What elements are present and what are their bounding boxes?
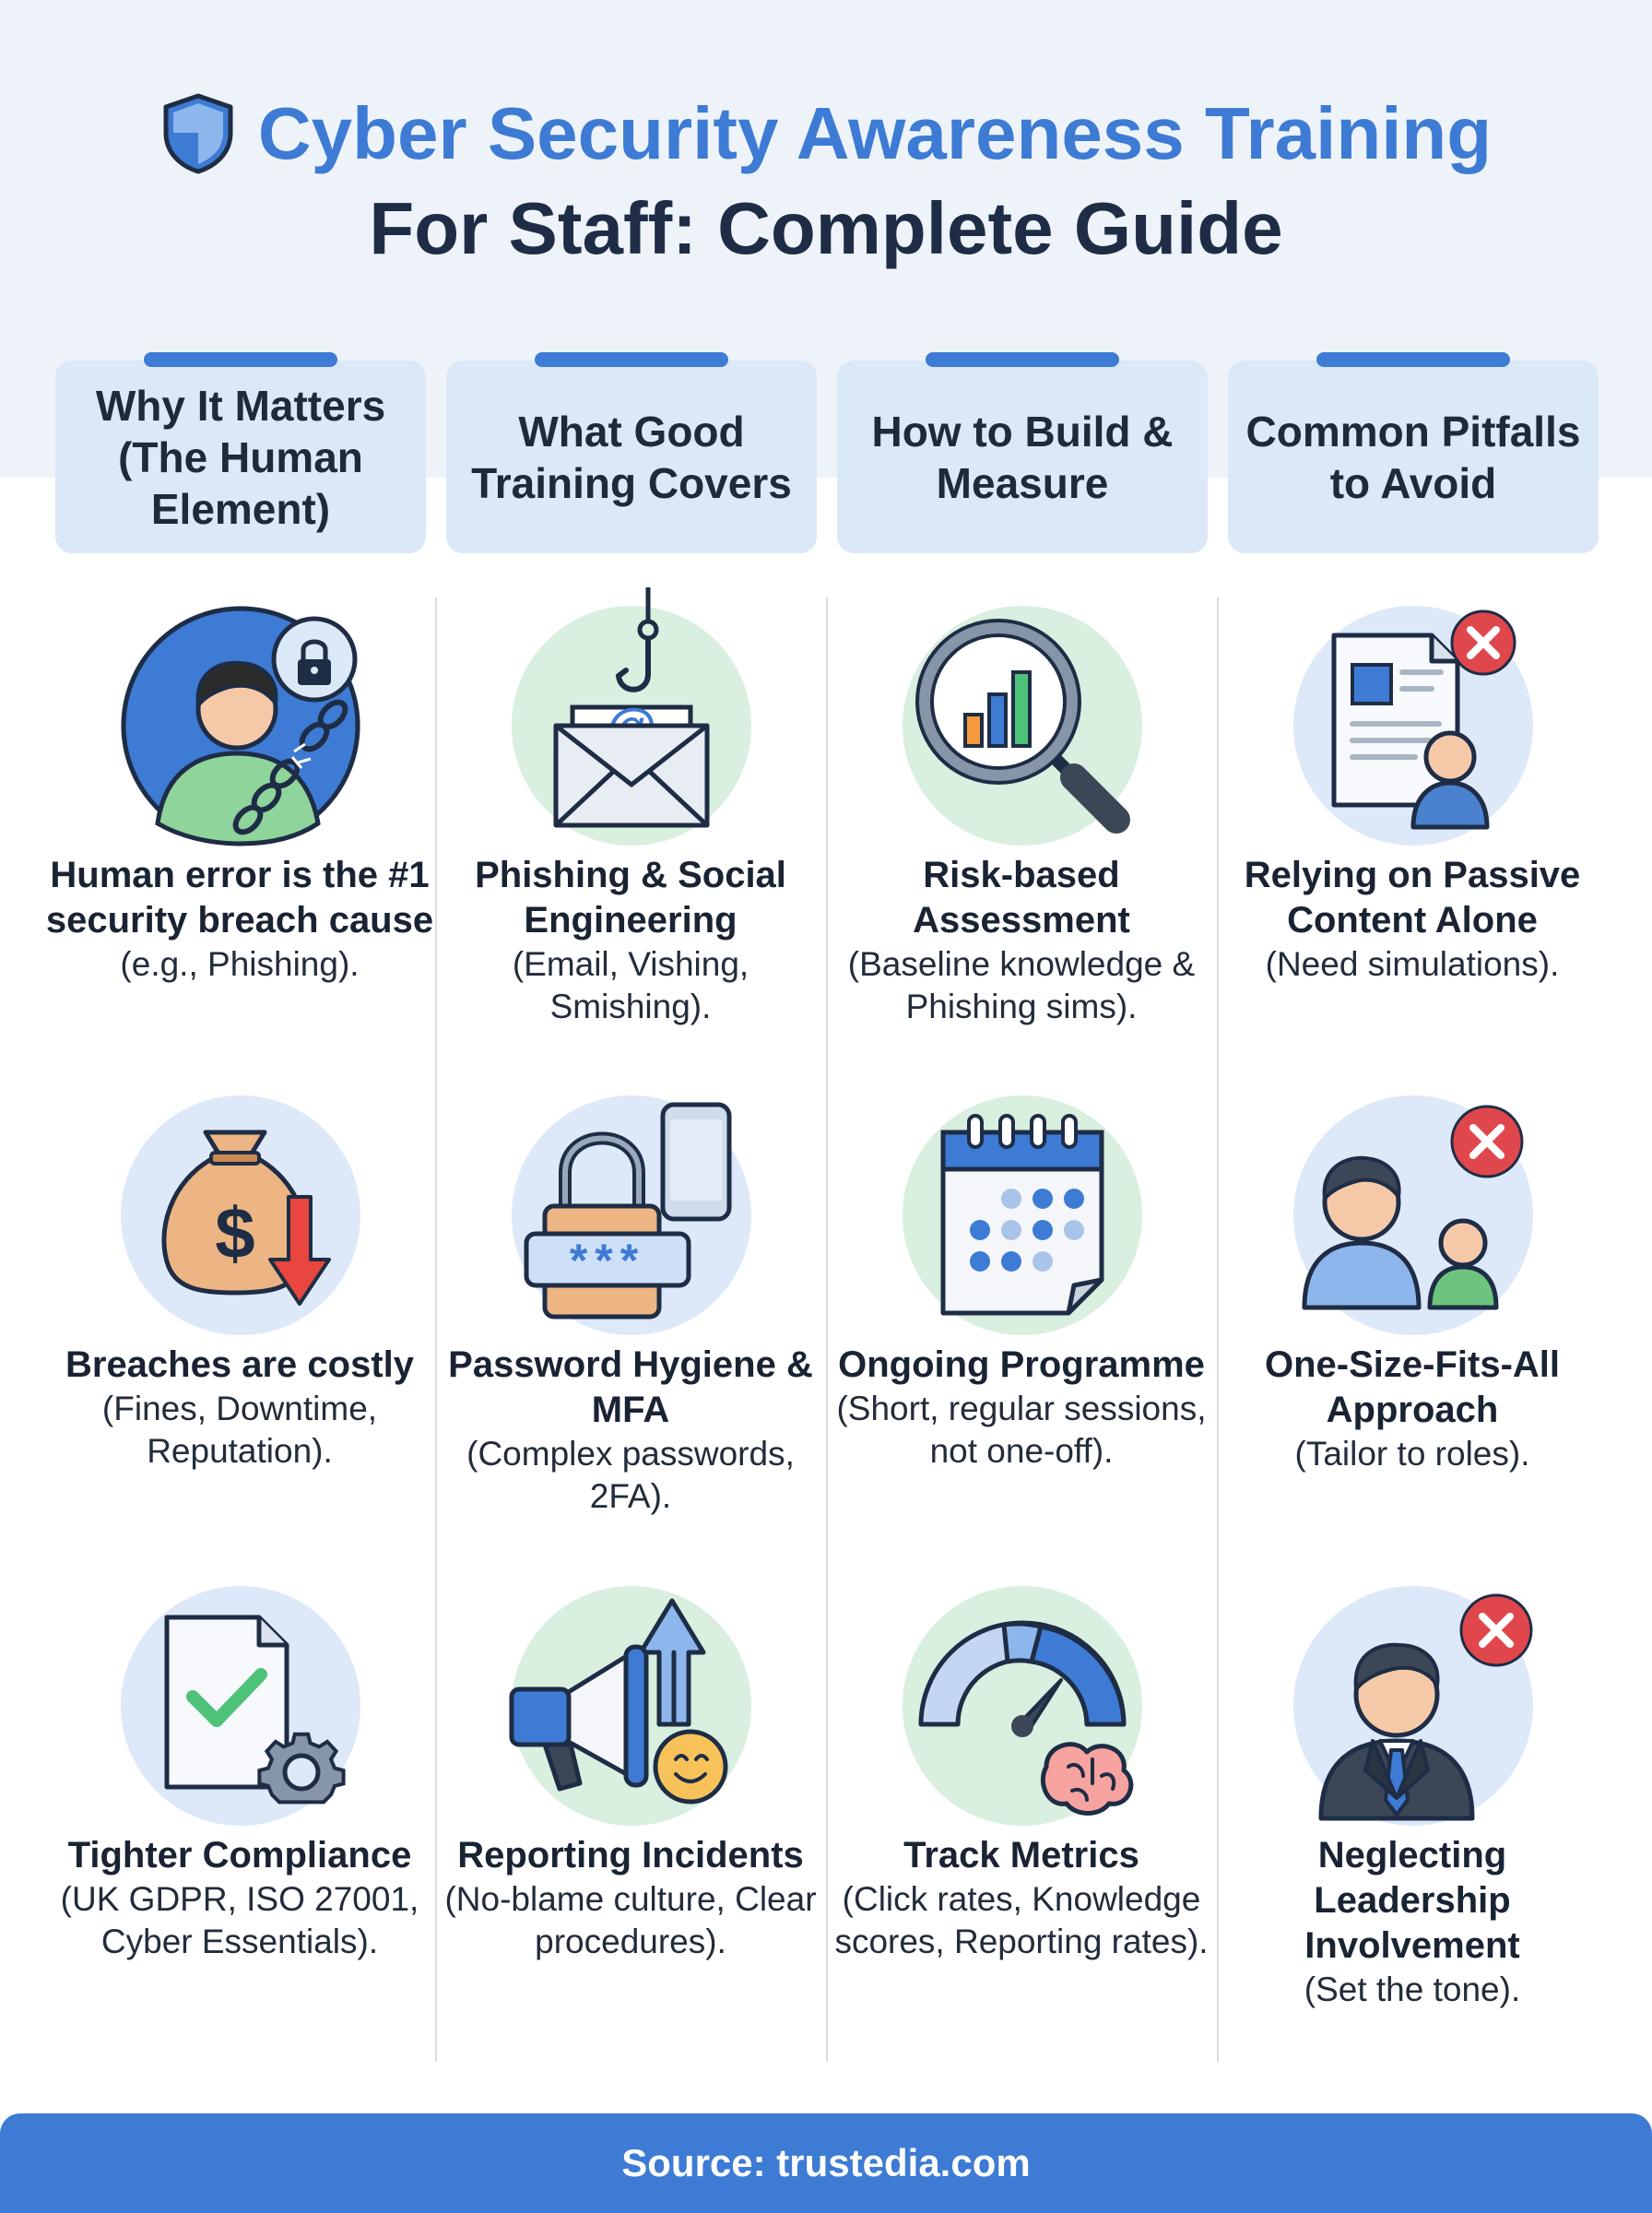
item-title-text: Human error is the #1 security breach ca… xyxy=(45,855,434,941)
header-tab xyxy=(1316,352,1510,367)
column-header-label: Common Pitfalls to Avoid xyxy=(1245,407,1581,507)
item-title: Neglecting Leadership Involvement (Set t… xyxy=(1217,1833,1608,2011)
item-title: Password Hygiene & MFA (Complex password… xyxy=(435,1343,826,1518)
icon-circle xyxy=(903,1586,1142,1826)
item-description: (Set the tone). xyxy=(1304,1970,1521,2008)
source-text: Source: trustedia.com xyxy=(621,2141,1031,2184)
item-one-size-fits-all: One-Size-Fits-All Approach (Tailor to ro… xyxy=(1217,1084,1608,1573)
person-broken-chain-icon xyxy=(121,606,360,846)
title-line-1: Cyber Security Awareness Training xyxy=(0,88,1652,180)
item-title: Ongoing Programme (Short, regular sessio… xyxy=(826,1343,1217,1473)
column-header-why-it-matters: Why It Matters (The Human Element) xyxy=(55,352,426,553)
item-title: Risk-based Assessment (Baseline knowledg… xyxy=(826,853,1217,1028)
item-description: (Tailor to roles). xyxy=(1294,1435,1530,1473)
item-breaches-costly: $ Breaches are costly (Fines, Downtime, … xyxy=(44,1084,435,1573)
column-divider xyxy=(1217,598,1219,2062)
money-bag-down-arrow-icon: $ xyxy=(161,1130,331,1306)
item-phishing: @ Phishing & Social Engineering (Email, … xyxy=(435,587,826,1083)
icon-circle: $ xyxy=(121,1095,360,1335)
item-passive-content: Relying on Passive Content Alone (Need s… xyxy=(1217,595,1608,1083)
item-title: Breaches are costly (Fines, Downtime, Re… xyxy=(44,1343,435,1473)
shield-icon xyxy=(163,93,233,174)
icon-circle: *** xyxy=(512,1095,751,1335)
gauge-brain-icon xyxy=(918,1620,1134,1816)
item-title: Reporting Incidents (No-blame culture, C… xyxy=(435,1833,826,1963)
item-description: (Email, Vishing, Smishing). xyxy=(512,945,749,1025)
item-title-text: Password Hygiene & MFA xyxy=(448,1344,813,1430)
magnifier-chart-icon xyxy=(915,619,1130,834)
header-tab xyxy=(926,352,1119,367)
icon-circle xyxy=(509,1586,751,1826)
item-description: (No-blame culture, Clear procedures). xyxy=(444,1880,817,1960)
column-header-what-good-training-covers: What Good Training Covers xyxy=(446,352,817,553)
column-header-how-to-build: How to Build & Measure xyxy=(837,352,1208,553)
item-password-hygiene: *** Password Hygiene & MFA (Complex pass… xyxy=(435,1084,826,1573)
item-title: One-Size-Fits-All Approach (Tailor to ro… xyxy=(1217,1343,1608,1475)
svg-text:***: *** xyxy=(570,1235,645,1286)
item-neglecting-leadership: Neglecting Leadership Involvement (Set t… xyxy=(1217,1575,1608,2064)
item-description: (e.g., Phishing). xyxy=(120,945,360,983)
item-description: (Need simulations). xyxy=(1265,945,1560,983)
item-title: Human error is the #1 security breach ca… xyxy=(44,853,435,986)
column-divider xyxy=(435,598,437,2062)
icon-circle xyxy=(121,1586,360,1826)
item-title: Phishing & Social Engineering (Email, Vi… xyxy=(435,853,826,1028)
item-title-text: Ongoing Programme xyxy=(838,1344,1205,1385)
icon-circle xyxy=(903,606,1142,846)
column-header-label: What Good Training Covers xyxy=(471,407,792,507)
title-line-2: For Staff: Complete Guide xyxy=(369,187,1283,269)
header-tab xyxy=(144,352,337,367)
svg-text:$: $ xyxy=(215,1192,254,1273)
item-description: (Short, regular sessions, not one-off). xyxy=(836,1390,1207,1470)
source-footer: Source: trustedia.com xyxy=(0,2113,1652,2213)
title-text-1: Cyber Security Awareness Training xyxy=(257,92,1493,174)
item-ongoing-programme: Ongoing Programme (Short, regular sessio… xyxy=(826,1084,1217,1573)
item-title-text: Breaches are costly xyxy=(65,1344,414,1385)
item-risk-assessment: Risk-based Assessment (Baseline knowledg… xyxy=(826,595,1217,1083)
item-title-text: One-Size-Fits-All Approach xyxy=(1264,1344,1561,1430)
two-people-x-icon xyxy=(1302,1105,1524,1310)
icon-circle xyxy=(121,606,360,846)
item-title: Tighter Compliance (UK GDPR, ISO 27001, … xyxy=(44,1833,435,1963)
item-title-text: Relying on Passive Content Alone xyxy=(1244,855,1581,941)
item-human-error: Human error is the #1 security breach ca… xyxy=(44,595,435,1083)
document-person-x-icon xyxy=(1331,609,1516,830)
item-reporting-incidents: Reporting Incidents (No-blame culture, C… xyxy=(435,1575,826,2064)
item-title-text: Phishing & Social Engineering xyxy=(475,855,786,941)
item-title: Relying on Passive Content Alone (Need s… xyxy=(1217,853,1608,986)
item-title: Track Metrics (Click rates, Knowledge sc… xyxy=(826,1833,1217,1963)
item-title-text: Tighter Compliance xyxy=(67,1835,412,1876)
item-track-metrics: Track Metrics (Click rates, Knowledge sc… xyxy=(826,1575,1217,2064)
item-tighter-compliance: Tighter Compliance (UK GDPR, ISO 27001, … xyxy=(44,1575,435,2064)
icon-circle: @ xyxy=(512,587,751,846)
megaphone-smiley-icon xyxy=(509,1598,728,1805)
column-header-label: Why It Matters (The Human Element) xyxy=(95,381,386,533)
businessman-x-icon xyxy=(1318,1593,1533,1821)
icon-circle xyxy=(1293,1586,1533,1826)
column-divider xyxy=(826,598,828,2062)
item-title-text: Risk-based Assessment xyxy=(913,855,1130,941)
item-description: (Fines, Downtime, Reputation). xyxy=(101,1390,378,1470)
item-description: (Complex passwords, 2FA). xyxy=(466,1435,795,1515)
page-title: Cyber Security Awareness Training For St… xyxy=(0,88,1652,275)
column-header-common-pitfalls: Common Pitfalls to Avoid xyxy=(1228,352,1599,553)
icon-circle xyxy=(1293,606,1533,846)
item-title-text: Track Metrics xyxy=(903,1835,1139,1876)
item-description: (Baseline knowledge & Phishing sims). xyxy=(847,945,1196,1025)
phishing-email-hook-icon: @ xyxy=(553,587,710,828)
icon-circle xyxy=(903,1095,1142,1335)
padlock-password-phone-icon: *** xyxy=(524,1102,732,1320)
column-header-label: How to Build & Measure xyxy=(871,407,1174,507)
header-tab xyxy=(535,352,728,367)
item-title-text: Neglecting Leadership Involvement xyxy=(1304,1835,1520,1966)
item-description: (UK GDPR, ISO 27001, Cyber Essentials). xyxy=(60,1880,419,1960)
document-check-gear-icon xyxy=(164,1615,346,1805)
item-title-text: Reporting Incidents xyxy=(457,1835,804,1876)
icon-circle xyxy=(1293,1095,1533,1335)
item-description: (Click rates, Knowledge scores, Reportin… xyxy=(834,1880,1209,1960)
calendar-icon xyxy=(940,1114,1104,1316)
